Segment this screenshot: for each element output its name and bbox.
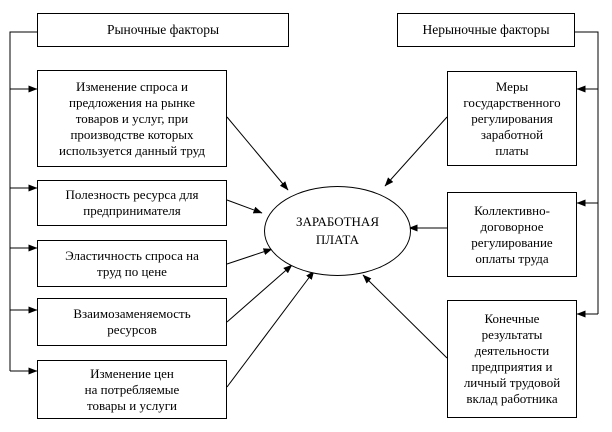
arrow-market-3	[226, 248, 273, 265]
arrow-market-1	[226, 116, 289, 191]
market-factors-header: Рыночные факторы	[37, 13, 289, 47]
wage-center-ellipse: ЗАРАБОТНАЯ ПЛАТА	[264, 186, 411, 276]
market-factor-demand-elasticity: Эластичность спроса на труд по цене	[37, 240, 227, 287]
arrow-market-2	[226, 199, 263, 214]
nonmarket-bracket-line	[575, 31, 599, 314]
nonmarket-factors-header: Нерыночные факторы	[397, 13, 575, 47]
market-factor-price-change: Изменение цен на потребляемые товары и у…	[37, 360, 227, 419]
arrow-market-5	[226, 270, 315, 388]
nonmarket-factor-results-contribution: Конечные результаты деятельности предпри…	[447, 300, 577, 418]
market-bracket-line	[9, 31, 37, 371]
market-factor-resource-utility: Полезность ресурса для предпринимателя	[37, 180, 227, 226]
arrow-nonmarket-1	[384, 116, 448, 187]
arrow-market-4	[226, 264, 293, 323]
nonmarket-factor-collective-agreement: Коллективно- договорное регулирование оп…	[447, 192, 577, 277]
nonmarket-factor-state-regulation: Меры государственного регулирования зара…	[447, 71, 577, 166]
market-factor-demand-supply: Изменение спроса и предложения на рынке …	[37, 70, 227, 167]
arrow-nonmarket-3	[362, 274, 448, 359]
market-factor-resource-substitutability: Взаимозаменяемость ресурсов	[37, 298, 227, 346]
